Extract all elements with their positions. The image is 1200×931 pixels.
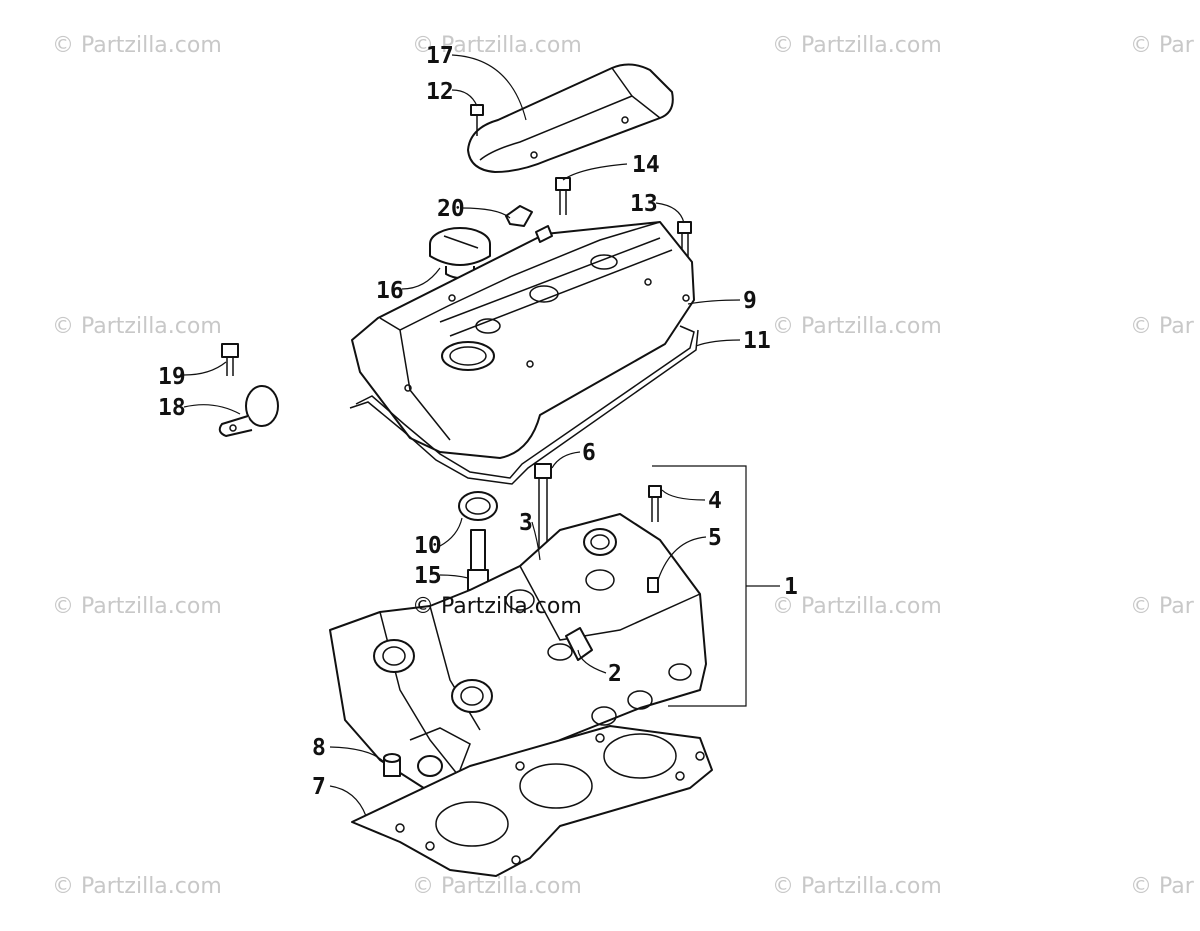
cam-bolt-part <box>648 485 662 522</box>
callout-20: 20 <box>437 196 465 222</box>
callout-3: 3 <box>519 510 533 536</box>
bolt-19-part <box>221 343 239 376</box>
callout-11: 11 <box>743 328 771 354</box>
hose-clip-part <box>505 205 533 227</box>
watermark: © Partzilla.com <box>772 33 942 58</box>
callout-12: 12 <box>426 79 454 105</box>
watermark: © Partzilla.com <box>412 874 582 899</box>
bracket-clamp-part <box>218 385 279 437</box>
spark-plug-part <box>467 529 489 604</box>
callout-2: 2 <box>608 661 622 687</box>
valve-cover-part <box>351 221 695 459</box>
watermark: © Par <box>1130 314 1195 339</box>
watermark: © Partzilla.com <box>412 33 582 58</box>
callout-9: 9 <box>743 288 757 314</box>
callout-8: 8 <box>312 735 326 761</box>
dowel-part <box>383 753 401 777</box>
head-gasket-part <box>351 725 713 877</box>
watermark: © Partzilla.com <box>772 594 942 619</box>
callout-10: 10 <box>414 533 442 559</box>
watermark: © Partzilla.com <box>52 33 222 58</box>
watermark: © Partzilla.com <box>772 874 942 899</box>
callout-16: 16 <box>376 278 404 304</box>
watermark: © Partzilla.com <box>772 314 942 339</box>
callout-13: 13 <box>630 191 658 217</box>
callout-5: 5 <box>708 525 722 551</box>
leader-lines <box>183 54 780 817</box>
coil-cover-part <box>467 63 674 173</box>
callout-1: 1 <box>784 574 798 600</box>
callout-6: 6 <box>582 440 596 466</box>
bolt-14-part <box>555 177 571 215</box>
callout-19: 19 <box>158 364 186 390</box>
watermark-layer: © Partzilla.com © Partzilla.com © Partzi… <box>52 33 1195 899</box>
cylinder-head-part <box>329 513 707 793</box>
watermark: © Par <box>1130 874 1195 899</box>
watermark: © Par <box>1130 594 1195 619</box>
watermark: © Par <box>1130 33 1195 58</box>
callout-7: 7 <box>312 774 326 800</box>
cover-gasket-part <box>349 325 699 485</box>
callout-4: 4 <box>708 488 722 514</box>
watermark: © Partzilla.com <box>52 314 222 339</box>
callout-labels: 17 12 14 20 13 16 9 11 19 18 6 4 3 5 10 … <box>158 43 798 800</box>
callout-18: 18 <box>158 395 186 421</box>
callout-17: 17 <box>426 43 454 69</box>
watermark: © Partzilla.com <box>52 874 222 899</box>
seal-part <box>458 491 498 521</box>
callout-14: 14 <box>632 152 660 178</box>
watermark: © Partzilla.com <box>52 594 222 619</box>
callout-15: 15 <box>414 563 442 589</box>
center-watermark: © Partzilla.com <box>412 594 582 619</box>
